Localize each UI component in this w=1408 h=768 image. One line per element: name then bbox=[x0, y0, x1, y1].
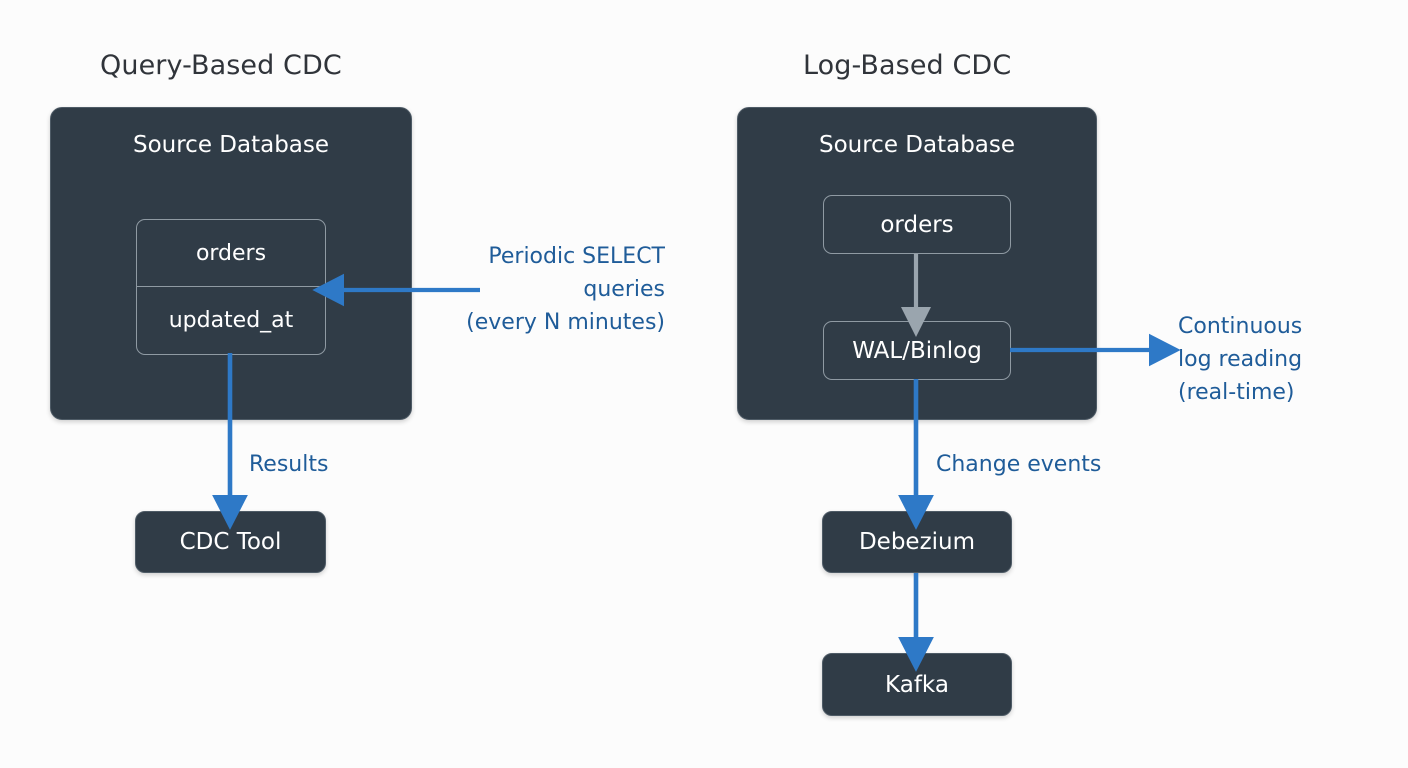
right-edge-label-change-events: Change events bbox=[936, 452, 1102, 477]
left-edge-label-results: Results bbox=[249, 452, 329, 477]
left-table-row-updated-at: updated_at bbox=[168, 308, 294, 333]
left-panel-title: Query-Based CDC bbox=[100, 50, 342, 81]
left-node-cdc-tool: CDC Tool bbox=[135, 511, 326, 573]
right-node-debezium: Debezium bbox=[822, 511, 1012, 573]
right-table-box-orders: orders bbox=[823, 195, 1011, 254]
right-annotation-continuous-log-reading: Continuous log reading (real-time) bbox=[1178, 314, 1303, 405]
right-panel-title: Log-Based CDC bbox=[803, 50, 1012, 81]
left-source-database-panel: Source Database orders updated_at bbox=[50, 107, 412, 420]
left-table-row-orders: orders bbox=[137, 220, 325, 287]
left-annotation-periodic-select: Periodic SELECT queries (every N minutes… bbox=[466, 244, 665, 335]
left-source-database-title: Source Database bbox=[132, 132, 330, 158]
right-source-database-panel: Source Database orders WAL/Binlog bbox=[737, 107, 1097, 420]
right-log-box-wal-binlog: WAL/Binlog bbox=[823, 321, 1011, 380]
right-node-kafka: Kafka bbox=[822, 653, 1012, 716]
left-table-box: orders updated_at bbox=[136, 219, 326, 355]
right-source-database-title: Source Database bbox=[818, 132, 1016, 158]
